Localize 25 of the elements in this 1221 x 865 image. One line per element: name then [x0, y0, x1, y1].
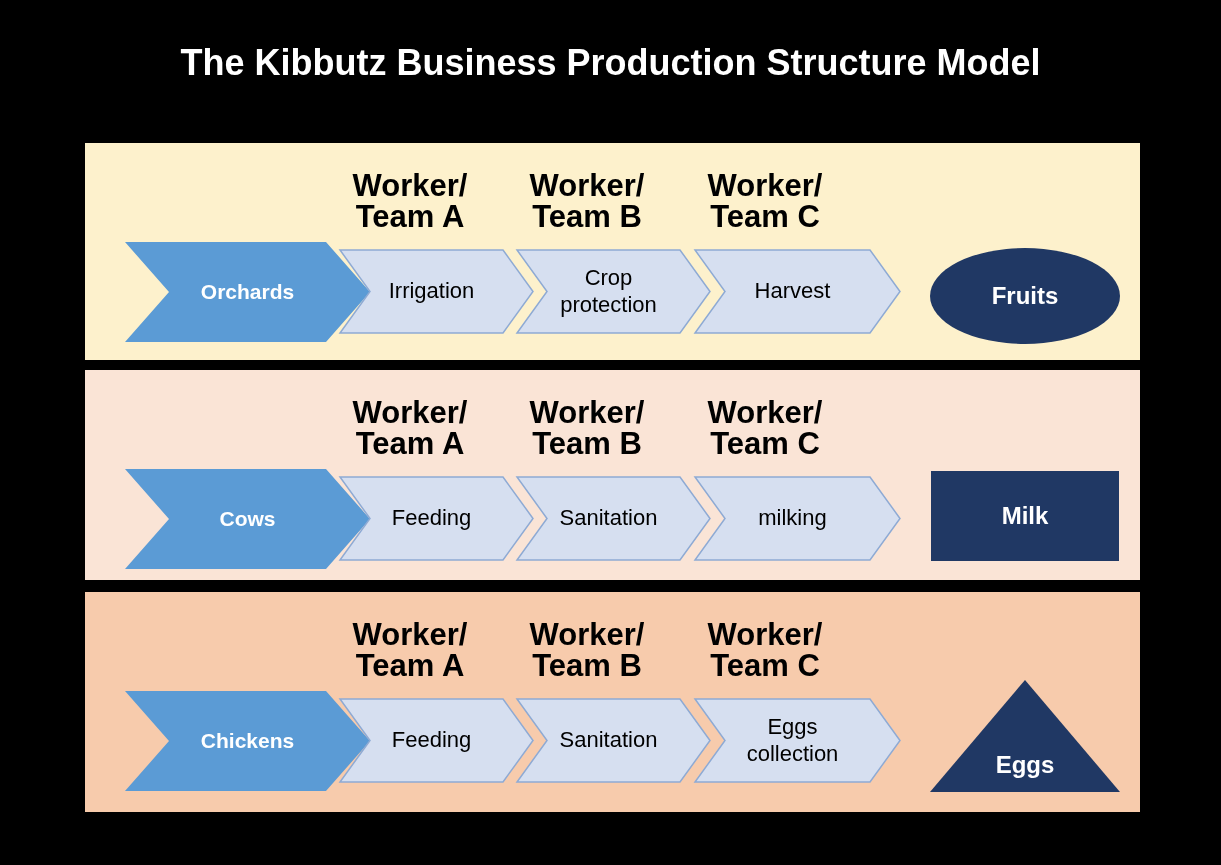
worker-team-heading: Worker/ Team A: [351, 397, 469, 459]
source-label: Chickens: [200, 728, 295, 754]
product-label: Milk: [1001, 501, 1049, 531]
source-label: Cows: [219, 506, 276, 532]
step-label: Sanitation: [559, 505, 658, 532]
step-label: Sanitation: [559, 727, 658, 754]
worker-team-heading: Worker/ Team A: [351, 170, 469, 232]
worker-team-heading: Worker/ Team A: [351, 619, 469, 681]
worker-team-heading: Worker/ Team B: [528, 619, 646, 681]
worker-team-heading: Worker/ Team B: [528, 397, 646, 459]
step-label: Eggs collection: [745, 714, 840, 767]
diagram-title: The Kibbutz Business Production Structure Model: [179, 42, 1042, 84]
worker-team-heading: Worker/ Team C: [706, 619, 824, 681]
step-label: Feeding: [391, 727, 472, 754]
source-label: Orchards: [200, 279, 295, 305]
product-label: Eggs: [995, 751, 1055, 780]
step-label: Harvest: [754, 278, 831, 305]
step-label: Crop protection: [559, 265, 658, 318]
worker-team-heading: Worker/ Team B: [528, 170, 646, 232]
product-label: Fruits: [991, 281, 1059, 311]
worker-team-heading: Worker/ Team C: [706, 397, 824, 459]
worker-team-heading: Worker/ Team C: [706, 170, 824, 232]
step-label: Irrigation: [388, 278, 475, 305]
step-label: milking: [758, 505, 827, 532]
step-label: Feeding: [391, 505, 472, 532]
